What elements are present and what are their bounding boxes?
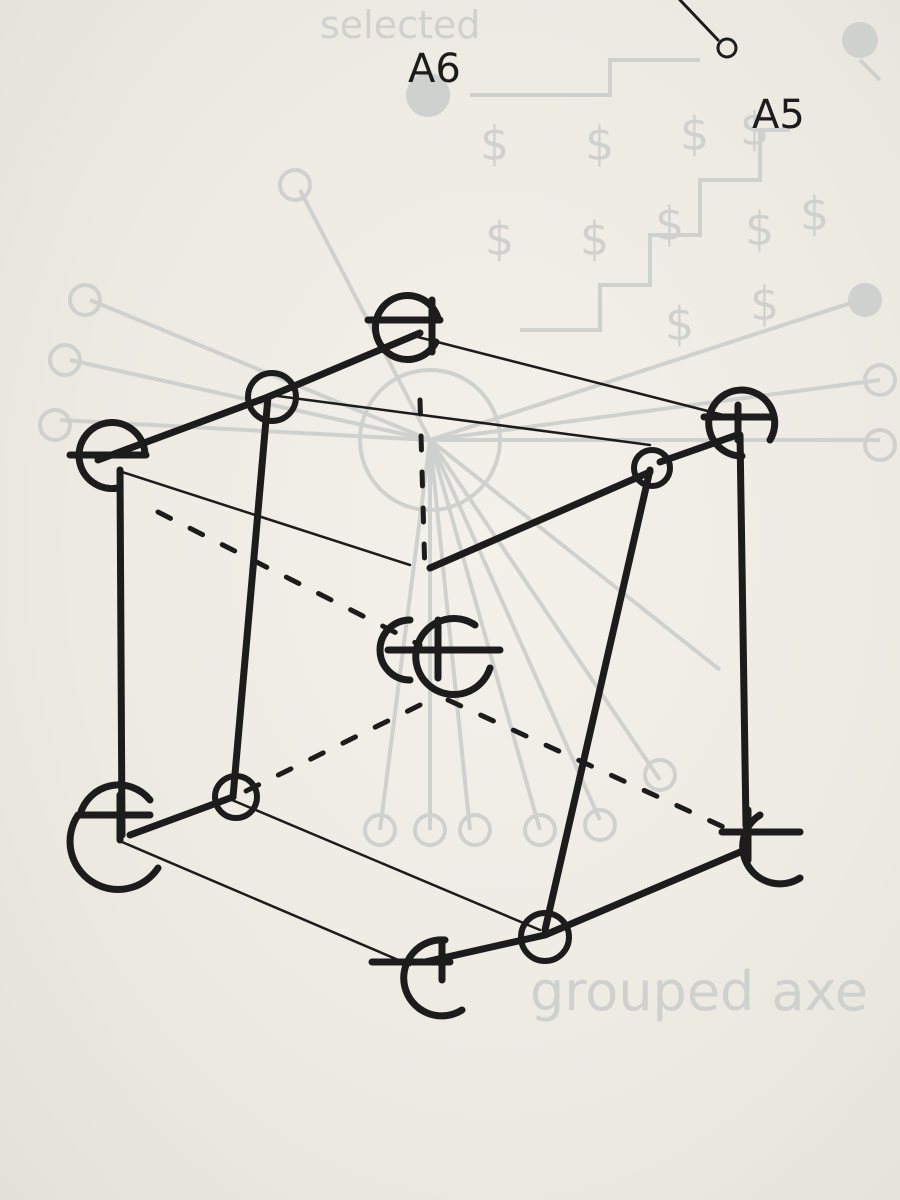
vertex-lower-left: [212, 773, 260, 821]
bleed-dollar: $: [745, 202, 774, 256]
cube-edges: [94, 329, 750, 966]
node-top: [364, 292, 444, 363]
bleed-dollar: $: [680, 107, 709, 161]
node-left-top: [66, 419, 150, 493]
node-left-bottom: [66, 781, 162, 893]
node-right-top: [700, 386, 779, 460]
vertex-upper-right: [631, 447, 673, 489]
bleed-word-grouped-axes: grouped axe: [530, 960, 868, 1023]
bleed-dollar: $: [800, 187, 829, 241]
bleed-dollar: $: [585, 117, 614, 171]
a5-node-circle: [716, 37, 738, 59]
bleed-word-selected: selected: [320, 3, 480, 47]
bleed-dollar: $: [750, 277, 779, 331]
bleed-dollar: $: [480, 117, 509, 171]
hidden-edges: [155, 397, 733, 833]
node-bottom: [368, 936, 466, 1020]
label-a6: A6: [408, 46, 461, 92]
node-center: [376, 615, 504, 698]
a5-pointer-line: [678, 0, 720, 42]
thin-edges: [120, 333, 737, 967]
vertex-lower-right: [518, 910, 572, 964]
node-right-bottom: [718, 806, 804, 888]
vertex-upper-left: [245, 370, 299, 424]
bleed-through-text: selected grouped axe $ $ $ $ $ $ $ $ $ $…: [320, 3, 868, 1023]
bleed-dollar: $: [665, 297, 694, 351]
bleed-dollar: $: [580, 212, 609, 266]
bleed-dollar: $: [740, 102, 769, 156]
label-a5: A5: [752, 92, 805, 138]
bleed-dollar: $: [655, 197, 684, 251]
inner-vertices: [212, 370, 673, 964]
bleed-dollar: $: [485, 212, 514, 266]
